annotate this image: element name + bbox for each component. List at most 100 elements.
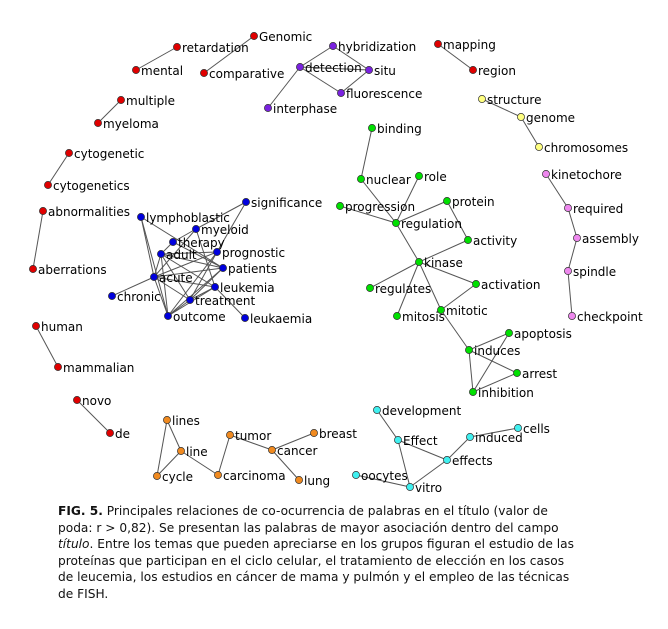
node-label: breast: [319, 427, 357, 441]
caption-line: de FISH.: [58, 586, 109, 601]
node-label: outcome: [173, 310, 226, 324]
node-comparative: comparative: [200, 67, 284, 81]
node-marker: [295, 476, 303, 484]
node-inhibition: inhibition: [469, 386, 534, 400]
edge-induces-inhibition: [468, 349, 474, 393]
edge-progression-regulation: [339, 205, 397, 224]
node-marker: [310, 429, 318, 437]
node-adult: adult: [157, 248, 197, 262]
node-label: mammalian: [63, 361, 134, 375]
figure-label: FIG. 5.: [58, 504, 103, 518]
node-label: abnormalities: [48, 205, 130, 219]
node-kinase: kinase: [415, 256, 463, 270]
node-label: Genomic: [259, 30, 312, 44]
node-marker: [150, 273, 158, 281]
edge-acute-leukemia: [153, 276, 216, 288]
node-marker: [132, 66, 140, 74]
edge-oocytes-vitro: [355, 474, 411, 488]
caption-italic-term: título: [58, 537, 90, 552]
node-hybridization: hybridization: [329, 40, 416, 54]
edge-Effect-effects: [397, 439, 448, 461]
node-marker: [443, 456, 451, 464]
edge-kinetochore-required: [545, 173, 569, 209]
node-marker: [365, 66, 373, 74]
node-marker: [39, 207, 47, 215]
node-breast: breast: [310, 427, 357, 441]
node-label: tumor: [235, 429, 271, 443]
node-marker: [443, 197, 451, 205]
node-cytogenetics: cytogenetics: [44, 179, 130, 193]
node-marker: [505, 329, 513, 337]
edge-activity-kinase: [418, 239, 469, 263]
node-label: lines: [172, 414, 200, 428]
node-marker: [535, 143, 543, 151]
node-effects: effects: [443, 454, 493, 468]
node-label: apoptosis: [514, 327, 572, 341]
node-marker: [264, 104, 272, 112]
node-marker: [164, 312, 172, 320]
edge-mitotic-induces: [440, 309, 470, 351]
node-marker: [106, 429, 114, 437]
node-marker: [406, 483, 414, 491]
node-induced: induced: [466, 431, 523, 445]
edge-novo-de: [76, 399, 111, 434]
node-marker: [357, 175, 365, 183]
node-label: myeloid: [201, 223, 249, 237]
edge-adult-outcome: [160, 253, 169, 317]
node-marker: [336, 202, 344, 210]
node-mapping: mapping: [434, 38, 496, 52]
node-marker: [392, 219, 400, 227]
node-label: development: [382, 404, 461, 418]
node-line: line: [177, 445, 208, 459]
node-binding: binding: [368, 122, 422, 136]
node-marker: [32, 322, 40, 330]
node-label: region: [478, 64, 516, 78]
node-patients: patients: [219, 262, 277, 276]
node-label: cytogenetic: [74, 147, 144, 161]
edge-cancer-lung: [271, 449, 300, 481]
node-genome: genome: [517, 111, 575, 125]
node-label: lymphoblastic: [146, 211, 230, 225]
node-mitosis: mitosis: [393, 310, 445, 324]
node-marker: [226, 431, 234, 439]
node-required: required: [564, 202, 623, 216]
node-label: activation: [481, 278, 540, 292]
node-marker: [478, 95, 486, 103]
edge-development-Effect: [376, 409, 399, 441]
edge-regulation-kinase: [395, 222, 420, 263]
node-label: fluorescence: [346, 87, 422, 101]
edge-line-cycle: [156, 450, 182, 477]
node-regulation: regulation: [392, 217, 462, 231]
edge-kinase-activation: [418, 261, 477, 285]
node-marker: [177, 447, 185, 455]
edge-treatment-outcome: [167, 299, 191, 317]
edge-assembly-spindle: [567, 237, 578, 272]
edge-adult-patients: [160, 253, 224, 269]
node-label: cancer: [277, 444, 318, 458]
node-label: detection: [305, 61, 362, 75]
node-marker: [469, 388, 477, 396]
node-tumor: tumor: [226, 429, 271, 443]
node-label: assembly: [582, 232, 639, 246]
edge-myeloid-therapy: [172, 228, 197, 243]
node-prognostic: prognostic: [213, 246, 285, 260]
node-genomic: Genomic: [250, 30, 312, 44]
node-marker: [394, 436, 402, 444]
edge-abnormalities-aberrations: [32, 210, 44, 270]
node-treatment: treatment: [186, 294, 255, 308]
node-marker: [211, 283, 219, 291]
node-label: inhibition: [478, 386, 534, 400]
node-marker: [296, 63, 304, 71]
edge-adult-acute: [153, 253, 162, 278]
node-mental: mental: [132, 64, 183, 78]
edge-adult-leukemia: [160, 253, 216, 288]
node-detection: detection: [296, 61, 362, 75]
node-marker: [153, 472, 161, 480]
node-marker: [564, 204, 572, 212]
edge-lines-line: [166, 419, 182, 452]
node-marker: [415, 258, 423, 266]
node-label: myeloma: [103, 117, 159, 131]
node-label: carcinoma: [223, 469, 286, 483]
node-label: significance: [251, 196, 322, 210]
node-label: treatment: [195, 294, 255, 308]
